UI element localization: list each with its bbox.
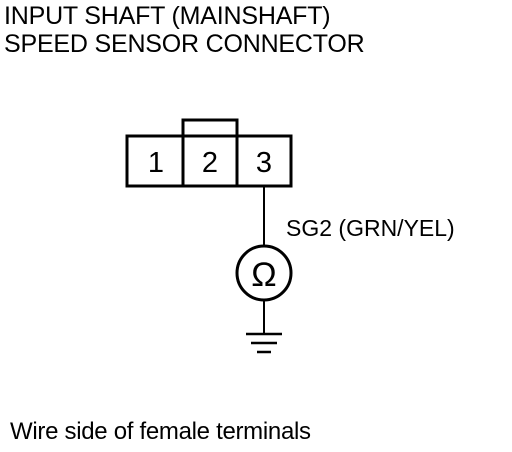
ohmmeter-icon: Ω	[235, 244, 293, 302]
connector-housing	[125, 134, 293, 188]
connector-lock-tab	[181, 118, 239, 138]
terminal-2-label: 2	[202, 147, 218, 179]
title-line-2: SPEED SENSOR CONNECTOR	[4, 30, 365, 58]
title-line-1: INPUT SHAFT (MAINSHAFT)	[4, 2, 331, 30]
terminal-1-label: 1	[148, 147, 164, 179]
ohm-symbol: Ω	[251, 256, 276, 294]
caption: Wire side of female terminals	[10, 418, 311, 445]
connector: 1 2 3	[125, 118, 293, 188]
terminal-3-label: 3	[256, 147, 272, 179]
wire-label: SG2 (GRN/YEL)	[286, 215, 455, 241]
ground-icon	[246, 332, 282, 354]
